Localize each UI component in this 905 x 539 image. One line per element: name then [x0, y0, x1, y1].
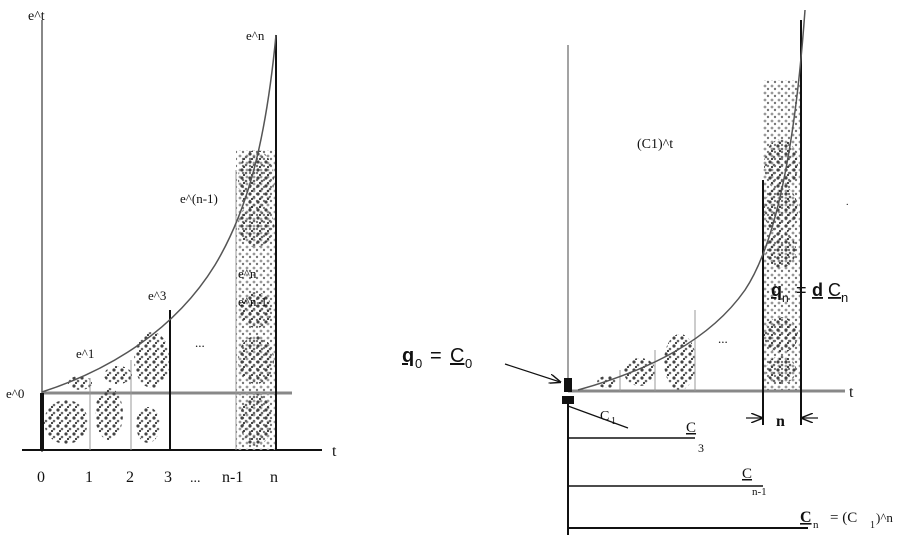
c1-label: C 1	[600, 409, 616, 427]
svg-text:1: 1	[611, 416, 616, 427]
cn-equation: C n = (C 1 )^n	[800, 509, 893, 531]
left-tick-3: 3	[164, 469, 172, 486]
left-e1-label: e^1	[76, 346, 94, 361]
svg-text:0: 0	[415, 356, 422, 371]
left-y-axis-label: e^t	[28, 9, 45, 24]
svg-text:1: 1	[870, 520, 875, 531]
svg-text:C: C	[828, 280, 841, 300]
q0-arrow	[504, 363, 560, 382]
left-tick-ellipsis: ...	[190, 471, 201, 486]
q0-equation: q 0 = C 0	[402, 345, 472, 371]
left-ellipsis: ...	[195, 335, 205, 350]
q0-marker-base	[562, 396, 574, 404]
svg-text:q: q	[402, 345, 414, 367]
svg-text:d: d	[812, 280, 823, 300]
svg-text:q: q	[771, 280, 782, 300]
right-diagram: (C1)^t t ... q 0 = C 0 q n = d C n n C 1…	[402, 9, 893, 535]
left-tick-n1: n-1	[222, 469, 243, 486]
right-exp-curve	[577, 9, 806, 391]
svg-text:C: C	[600, 409, 609, 424]
svg-text:C: C	[800, 509, 812, 526]
svg-text:=: =	[796, 280, 807, 300]
left-tick-2: 2	[126, 469, 134, 486]
left-curve-top-label: e^n	[246, 28, 265, 43]
left-tick-n: n	[270, 469, 278, 486]
left-stipple-area	[44, 150, 276, 450]
c3-label: C 3	[686, 420, 704, 455]
qn-equation: q n = d C n	[771, 280, 848, 305]
q0-marker	[564, 378, 572, 392]
left-exp-curve	[41, 34, 277, 393]
left-strip-label-en: e^n	[238, 266, 257, 281]
left-diagram: e^t t e^n e^0 e^1 e^3 e^(n-1) e^n e^n-1 …	[6, 9, 337, 486]
left-e0-label: e^0	[6, 386, 24, 401]
left-e3-label: e^3	[148, 288, 166, 303]
svg-text:=: =	[430, 345, 442, 367]
svg-text:n: n	[813, 519, 819, 531]
svg-text:n: n	[841, 290, 848, 305]
left-en1-label: e^(n-1)	[180, 191, 218, 206]
svg-text:= (C: = (C	[830, 510, 857, 526]
c1-arrow	[567, 405, 629, 429]
svg-text:n-1: n-1	[752, 486, 767, 498]
right-stipple-area	[597, 80, 801, 390]
left-x-axis-label: t	[332, 443, 337, 460]
right-curve-label: (C1)^t	[637, 137, 673, 152]
svg-text:0: 0	[465, 356, 472, 371]
svg-text:C: C	[450, 345, 464, 367]
left-strip-label-en1: e^n-1	[238, 294, 267, 309]
svg-text:)^n: )^n	[876, 510, 893, 525]
cn1-label: C n-1	[742, 466, 767, 498]
left-tick-0: 0	[37, 469, 45, 486]
right-ellipsis: ...	[718, 331, 728, 346]
svg-text:C: C	[742, 466, 752, 482]
right-x-label: t	[849, 384, 854, 401]
n-width-label: n	[776, 413, 785, 430]
left-tick-1: 1	[85, 469, 93, 486]
svg-text:n: n	[782, 291, 789, 305]
svg-text:3: 3	[698, 441, 704, 455]
right-stray-dot: .	[846, 197, 849, 208]
svg-text:C: C	[686, 420, 696, 436]
